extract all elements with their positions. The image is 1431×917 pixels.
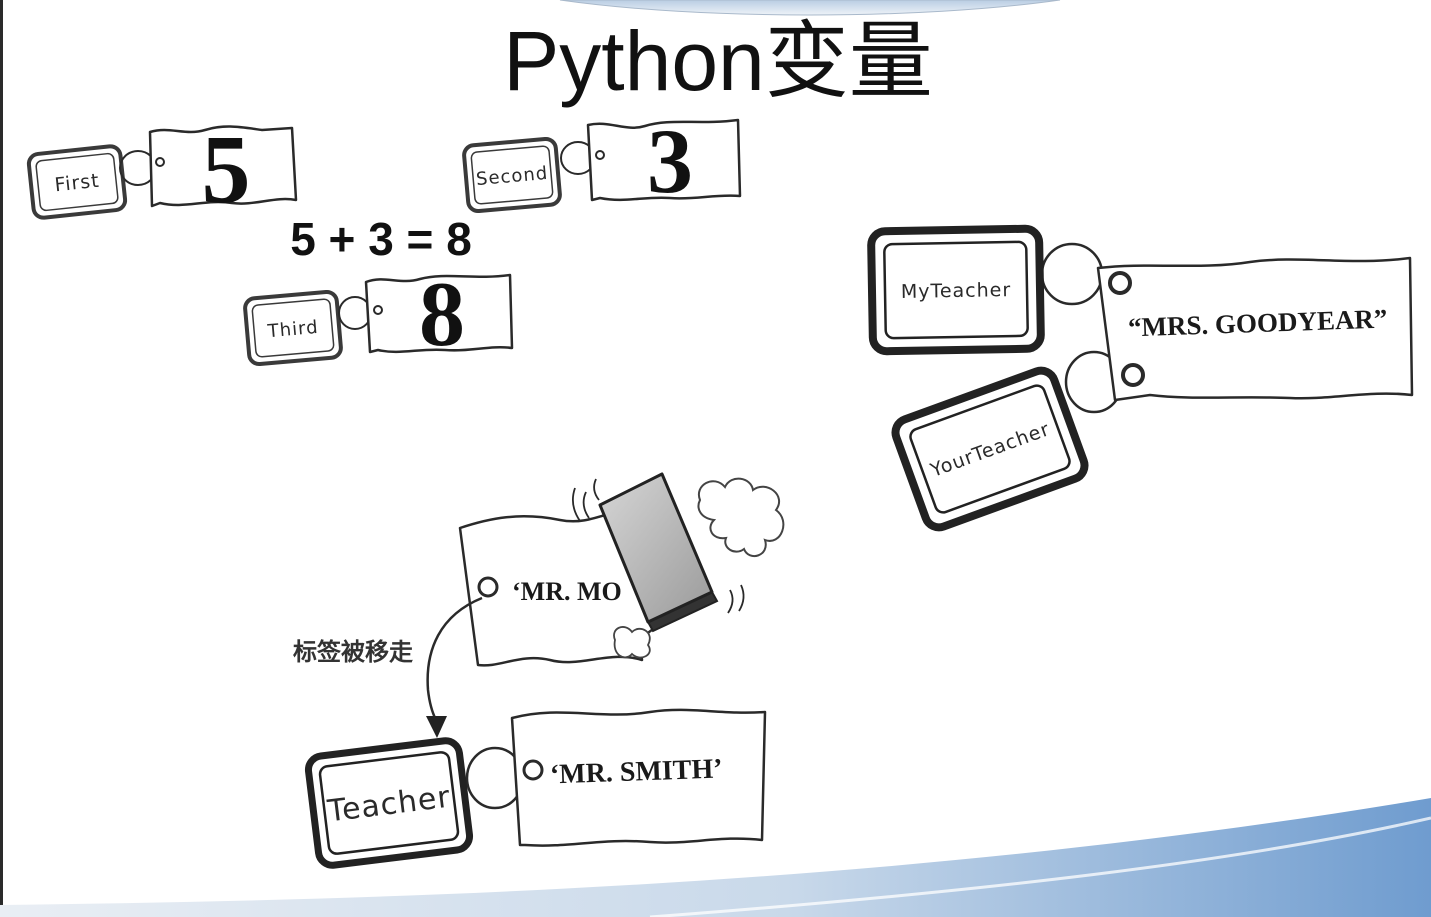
value-paper-3: [586, 118, 742, 202]
paper-hole: [477, 576, 499, 598]
top-swoosh: [559, 0, 1061, 16]
equation: 5 + 3 = 8: [290, 213, 472, 265]
dust-puff-icon: [613, 626, 651, 659]
tag-third: Third: [243, 289, 343, 367]
tag-inner-border: [35, 152, 119, 212]
paper-hole: [373, 305, 383, 315]
tag-inner-border: [318, 751, 460, 855]
tag-inner-border: [251, 298, 335, 358]
bottom-swoosh: [0, 798, 1431, 917]
paper-hole: [1108, 271, 1132, 295]
value-5: 5: [202, 116, 251, 224]
paper-hole: [155, 157, 165, 167]
tag-inner-border: [883, 240, 1029, 340]
slide-title: Python变量: [503, 14, 933, 108]
tag-inner-border: [470, 145, 554, 205]
value-paper-5: [148, 125, 298, 208]
bottom-swoosh-gloss: [649, 816, 1431, 917]
paper-hole: [595, 150, 605, 160]
tag-inner-border: [909, 384, 1071, 514]
paper-hole: [1121, 363, 1145, 387]
value-paper-goodyear: [1096, 256, 1414, 402]
value-3: 3: [647, 110, 693, 212]
tag-label-third: Third: [266, 317, 320, 342]
tag-second: Second: [462, 136, 562, 214]
value-new: ‘MR. SMITH’: [549, 753, 723, 790]
curved-arrow-icon: [426, 596, 483, 738]
dust-cloud-icon: [697, 477, 785, 558]
tag-first: First: [26, 144, 128, 220]
tag-string: [1040, 242, 1104, 306]
value-old: ‘MR. MO: [512, 577, 622, 606]
caption-tag-moved: 标签被移走: [293, 637, 413, 666]
paper-hole: [522, 759, 544, 781]
eraser-icon: [598, 472, 719, 633]
tag-myteacher: MyTeacher: [867, 224, 1045, 356]
motion-lines-icon: [571, 478, 745, 614]
value-8: 8: [419, 263, 465, 365]
tag-teacher: Teacher: [304, 737, 474, 869]
left-edge-bar: [0, 0, 3, 905]
value-paper-smith: [510, 708, 767, 847]
tag-yourteacher: YourTeacher: [891, 366, 1089, 532]
value-paper-8: [364, 273, 514, 354]
tag-label-myteacher: MyTeacher: [901, 279, 1012, 303]
tag-label-first: First: [54, 170, 101, 197]
